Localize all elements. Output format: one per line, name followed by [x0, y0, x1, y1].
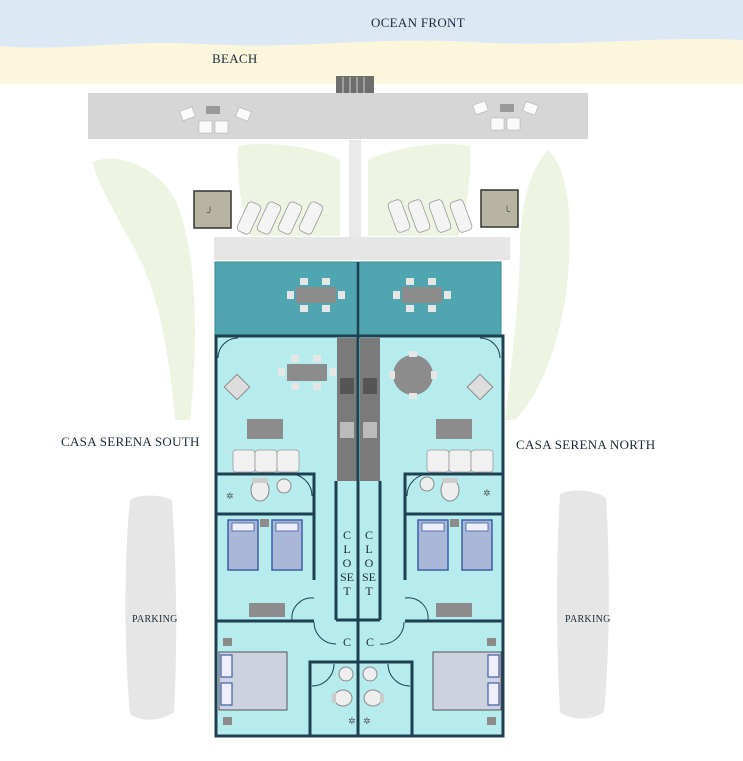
parking-right	[557, 490, 609, 719]
bath-fixtures-north: ✲	[419, 476, 491, 502]
svg-text:✲: ✲	[226, 492, 234, 502]
lounge-chairs-left	[236, 201, 324, 235]
twin-beds-north	[417, 519, 493, 617]
beach-area	[0, 39, 743, 84]
parking-left-label: PARKING	[132, 614, 178, 625]
parking-left	[125, 495, 177, 720]
closet-north-label: CLOSET	[362, 528, 377, 598]
landscape-right	[505, 150, 570, 420]
lounge-chairs-right	[387, 199, 473, 233]
center-path	[349, 140, 361, 240]
outdoor-shower-left	[193, 190, 232, 229]
deck-lounge-set-left	[179, 106, 252, 134]
master-bed-south	[218, 638, 288, 725]
coffee-table-south	[247, 419, 283, 439]
dining-table-south	[278, 355, 336, 390]
beach-deck	[88, 93, 588, 139]
svg-text:✲: ✲	[483, 489, 491, 499]
kitchen-counter-south	[337, 338, 357, 481]
svg-text:⁠╯: ⁠╯	[207, 206, 213, 219]
svg-text:✲: ✲	[363, 717, 371, 727]
bath-fixtures-lower: ✲ ✲	[332, 666, 384, 727]
lanai-table-left	[287, 278, 345, 312]
beach-label: BEACH	[212, 51, 258, 66]
beach-steps	[336, 76, 374, 94]
svg-text:✲: ✲	[348, 717, 356, 727]
sofa-south	[232, 449, 300, 473]
ocean-front-label: OCEAN FRONT	[371, 15, 465, 30]
master-bed-north	[432, 638, 502, 725]
armchair-north	[466, 373, 494, 401]
c-south-label: C	[343, 635, 352, 649]
svg-text:╰: ╰	[504, 205, 511, 218]
casa-serena-south-label: CASA SERENA SOUTH	[61, 434, 200, 449]
round-table-north	[393, 355, 433, 395]
walls	[214, 334, 505, 738]
ocean-area	[0, 0, 743, 48]
sofa-north	[426, 449, 494, 473]
landscape-left	[92, 158, 195, 421]
bath-fixtures-south: ✲	[226, 478, 292, 502]
parking-right-label: PARKING	[565, 614, 611, 625]
c-north-label: C	[366, 635, 375, 649]
closet-south-label: CLOSET	[340, 528, 355, 598]
armchair-south	[223, 373, 251, 401]
coffee-table-north	[436, 419, 472, 439]
casa-serena-north-label: CASA SERENA NORTH	[516, 437, 656, 452]
lanai-table-right	[393, 278, 451, 312]
outdoor-shower-right	[480, 189, 519, 228]
pool-deck-strip	[214, 237, 510, 260]
kitchen-counter-north	[360, 338, 380, 481]
twin-beds-south	[227, 519, 303, 617]
deck-lounge-set-right	[472, 100, 539, 131]
